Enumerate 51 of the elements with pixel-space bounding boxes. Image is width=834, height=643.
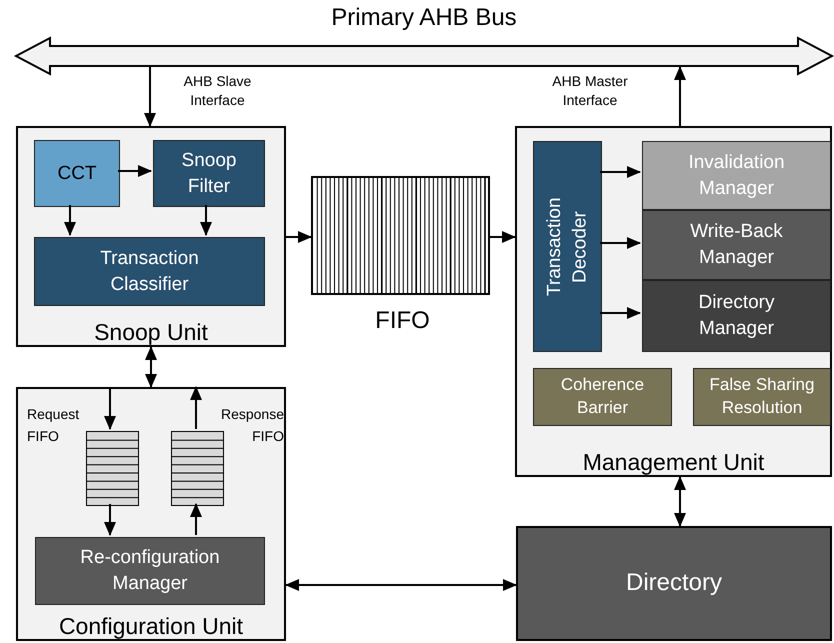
process-box [34,140,120,207]
arrow [285,579,517,591]
edge-label: AHB Master Interface [551,72,629,110]
buffer-label: Request FIFO [27,405,80,446]
arrow [144,67,156,127]
box-label: Directory [626,568,722,598]
arrow [286,231,312,243]
arrow [190,503,202,535]
box-label: Directory Manager [697,291,776,341]
box-label: Transaction Decoder [542,196,592,298]
process-box [516,526,832,641]
box-label: False Sharing Resolution [708,374,816,419]
process-box [642,210,831,280]
unit-title: Snoop Unit [93,318,209,347]
arrow [64,205,76,236]
unit-panel [16,387,286,641]
unit-title: Management Unit [582,448,766,477]
process-box [153,140,265,207]
arrow [145,346,157,388]
buffer-label: Response FIFO [220,405,284,446]
bus-title: Primary AHB Bus [330,4,518,32]
process-box [533,368,672,426]
process-box [693,368,831,426]
process-box [533,141,602,352]
arrow [674,476,686,527]
process-box [34,237,265,306]
arrow [118,165,152,177]
box-label: Transaction Classifier [99,246,200,296]
box-label: CCT [57,162,97,186]
process-box [35,537,265,605]
arrow [104,504,116,536]
box-label: Write-Back Manager [689,220,784,270]
unit-title: Configuration Unit [58,612,244,641]
edge-label: AHB Slave Interface [182,72,252,110]
arrow [190,386,202,429]
process-box [642,280,831,352]
unit-panel [16,126,286,347]
box-label: Coherence Barrier [560,374,646,419]
box-label: Snoop Filter [180,148,238,198]
arrow [674,66,686,126]
arrow [200,205,212,236]
arrow [600,237,641,249]
unit-panel [515,126,832,477]
buffer-label: FIFO [374,307,431,335]
arrow [104,387,116,430]
box-label: Invalidation Manager [687,150,786,200]
arrow [600,166,641,178]
arrow [600,307,641,319]
process-box [642,141,831,210]
arrow [490,231,516,243]
box-label: Re-configuration Manager [79,546,221,596]
